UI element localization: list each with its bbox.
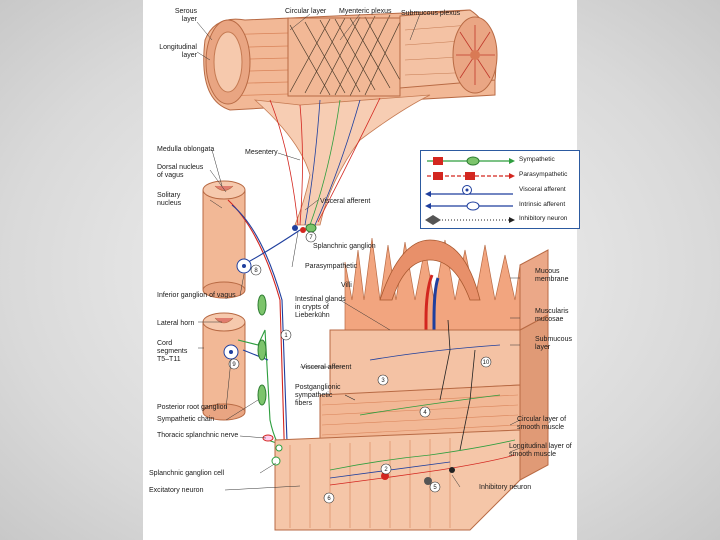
marker-7: 7: [305, 231, 317, 243]
legend-row-intrinsic-afferent: Intrinsic afferent: [425, 199, 575, 211]
legend-label-parasympathetic: Parasympathetic: [519, 171, 568, 178]
intrinsic-afferent-line-icon: [425, 201, 513, 211]
marker-9: 9: [228, 358, 240, 370]
label-dorsal-nucleus: Dorsal nucleus of vagus: [157, 164, 204, 179]
numbered-markers: 1 2 3 4 5 6 7 8 9 10: [228, 231, 492, 504]
label-mucous-membrane: Mucous membrane: [535, 268, 569, 283]
leader-lines: [196, 13, 521, 491]
marker-6: 6: [323, 492, 335, 504]
svg-text:5: 5: [433, 485, 437, 491]
label-sympathetic-chain: Sympathetic chain: [157, 416, 215, 423]
legend-row-visceral-afferent: Visceral afferent: [425, 184, 575, 197]
svg-text:3: 3: [381, 378, 385, 384]
label-submucous-plexus: Submucous plexus: [401, 10, 461, 17]
legend-row-parasympathetic: Parasympathetic: [425, 169, 575, 181]
label-intestinal-glands: Intestinal glands in crypts of Lieberküh…: [295, 296, 346, 319]
legend-label-intrinsic-afferent: Intrinsic afferent: [519, 201, 566, 208]
marker-4: 4: [419, 406, 431, 418]
marker-10: 10: [480, 356, 492, 368]
label-splanchnic-ganglion: Splanchnic ganglion: [313, 243, 376, 250]
svg-text:7: 7: [309, 235, 313, 241]
legend-row-sympathetic: Sympathetic: [425, 154, 575, 166]
label-visceral-afferent-top: Visceral afferent: [320, 198, 371, 205]
label-circular-layer: Circular layer: [285, 8, 327, 15]
label-inhibitory-neuron: Inhibitory neuron: [479, 484, 532, 491]
label-cord-segments: Cord segments T5–T11: [157, 340, 188, 363]
label-mesentery: Mesentery: [245, 149, 278, 156]
marker-1: 1: [280, 329, 292, 341]
parasympathetic-line-icon: [427, 172, 515, 180]
svg-text:1: 1: [284, 333, 288, 339]
label-myenteric-plexus: Myenteric plexus: [339, 8, 392, 15]
label-serous-layer: Serous layer: [174, 8, 197, 23]
label-visceral-afferent-mid: Visceral afferent: [301, 364, 352, 371]
sympathetic-line-icon: [427, 156, 515, 166]
sympathetic-chain: [257, 294, 267, 406]
label-splanchnic-ganglion-cell: Splanchnic ganglion cell: [149, 470, 225, 477]
intestine-tube: [203, 9, 498, 111]
label-parasympathetic: Parasympathetic: [305, 263, 358, 270]
label-inferior-ganglion: Inferior ganglion of vagus: [157, 292, 236, 299]
inhibitory-neuron-line-icon: [425, 215, 515, 225]
svg-text:10: 10: [483, 360, 490, 366]
legend-label-sympathetic: Sympathetic: [519, 156, 555, 163]
label-muscularis-mucosae: Muscularis mucosae: [535, 308, 569, 323]
label-solitary-nucleus: Solitary nucleus: [157, 192, 182, 207]
label-posterior-root-ganglion: Posterior root ganglion: [157, 404, 228, 411]
enteric-nervous-system-illustration: 1 2 3 4 5 6 7 8 9 10: [196, 9, 549, 531]
label-excitatory-neuron: Excitatory neuron: [149, 487, 204, 494]
label-postganglionic: Postganglionic sympathetic fibers: [295, 384, 341, 407]
label-circular-smooth-muscle: Circular layer of smooth muscle: [517, 416, 567, 431]
legend-label-inhibitory-neuron: Inhibitory neuron: [519, 215, 568, 222]
marker-5: 5: [429, 481, 441, 493]
svg-text:6: 6: [327, 496, 331, 502]
label-lateral-horn: Lateral horn: [157, 320, 195, 327]
label-villi: Villi: [341, 282, 352, 289]
marker-8: 8: [250, 264, 262, 276]
mesentery-vessels: [269, 97, 381, 226]
svg-text:4: 4: [423, 410, 427, 416]
label-medulla-oblongata: Medulla oblongata: [157, 146, 215, 153]
label-submucous-layer: Submucous layer: [535, 336, 572, 351]
thoracic-cord-segment: [202, 312, 246, 421]
svg-text:9: 9: [232, 362, 236, 368]
inferior-ganglion-of-vagus: [236, 258, 252, 274]
svg-text:2: 2: [384, 467, 388, 473]
mesentery: [253, 94, 431, 226]
visceral-afferent-line-icon: [425, 185, 513, 197]
label-thoracic-splanchnic: Thoracic splanchnic nerve: [157, 432, 239, 439]
marker-3: 3: [377, 374, 389, 386]
legend: Sympathetic Parasympathetic Visceral aff…: [420, 150, 580, 229]
posterior-root-ganglion: [223, 344, 239, 360]
splanchnic-ganglion-node: [305, 223, 317, 233]
legend-row-inhibitory-neuron: Inhibitory neuron: [425, 213, 575, 225]
diagram-sheet: 1 2 3 4 5 6 7 8 9 10: [143, 0, 577, 540]
label-longitudinal-layer: Longitudinal layer: [159, 44, 197, 59]
medulla-segment: [202, 180, 246, 299]
marker-2: 2: [380, 463, 392, 475]
svg-text:8: 8: [254, 268, 258, 274]
legend-label-visceral-afferent: Visceral afferent: [519, 186, 566, 193]
label-longitudinal-smooth-muscle: Longitudinal layer of smooth muscle: [509, 443, 572, 458]
